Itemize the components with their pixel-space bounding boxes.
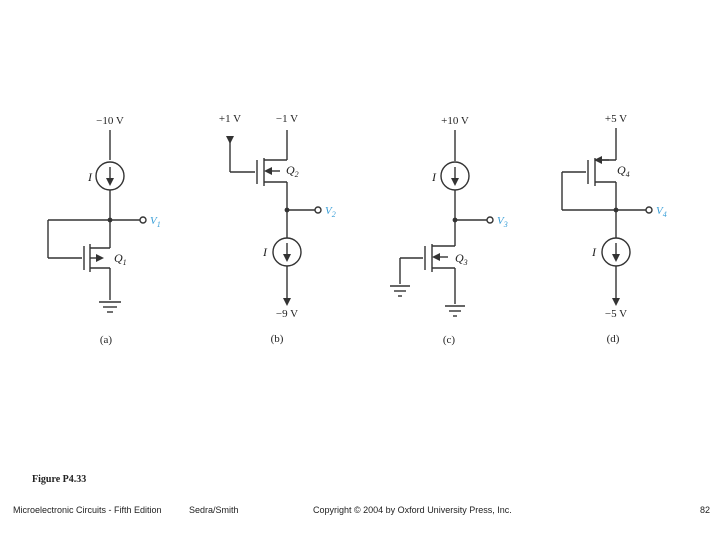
transistor-q3-label: Q3 [455,251,468,267]
circuit-a-ground [99,301,121,313]
circuit-c: +10 V I V3 Q3 [390,115,508,346]
footer-copyright: Copyright © 2004 by Oxford University Pr… [313,505,512,515]
circuit-a-current-label: I [87,170,93,184]
circuit-a-output-label: V1 [150,215,161,229]
circuit-b-current-label: I [262,245,268,259]
circuit-a-supply-label: −10 V [96,115,124,127]
circuit-d-supply-label: +5 V [605,113,627,125]
circuit-a-output-terminal [139,216,147,224]
circuit-c-ground [445,305,465,317]
circuit-b-bottom-label: −9 V [276,308,298,320]
transistor-q4-label: Q4 [617,163,630,179]
circuit-d-bottom-label: −5 V [605,308,627,320]
circuit-d: +5 V Q4 V4 I −5 V (d) [561,113,667,345]
circuit-d-current-label: I [591,245,597,259]
circuit-c-output-label: V3 [497,215,508,229]
circuit-b-caption: (b) [271,333,284,345]
circuit-c-caption: (c) [443,334,456,346]
circuit-a-current-source [95,161,125,191]
circuit-c-current-label: I [431,170,437,184]
transistor-q4 [587,156,616,186]
circuit-d-output-terminal [645,206,653,214]
circuit-b-supply-right-label: −1 V [276,113,298,125]
figure-label: Figure P4.33 [32,474,87,485]
circuit-b-current-source [272,237,302,267]
circuit-b: +1 V −1 V Q2 V2 I −9 V (b) [219,113,336,345]
circuit-a-caption: (a) [100,334,113,346]
footer-page-number: 82 [700,505,711,515]
circuit-c-supply-label: +10 V [441,115,469,127]
circuit-a: −10 V I V1 Q1 (a) [47,115,161,346]
transistor-q1-label: Q1 [114,251,127,267]
circuit-b-supply-left-label: +1 V [219,113,241,125]
transistor-q2 [256,158,287,186]
circuit-d-output-label: V4 [656,205,667,219]
circuit-c-current-source [440,161,470,191]
circuit-b-output-label: V2 [325,205,336,219]
footer-book-title: Microelectronic Circuits - Fifth Edition [13,505,162,515]
transistor-q3 [424,244,455,272]
circuit-b-output-terminal [314,206,322,214]
circuit-c-output-terminal [486,216,494,224]
footer-authors: Sedra/Smith [189,505,239,515]
transistor-q1 [83,220,111,272]
footer: Microelectronic Circuits - Fifth Edition… [0,505,720,525]
circuit-c-gate-ground [390,285,410,297]
circuit-d-caption: (d) [607,333,620,345]
circuit-d-current-source [601,237,631,267]
transistor-q2-label: Q2 [286,163,299,179]
